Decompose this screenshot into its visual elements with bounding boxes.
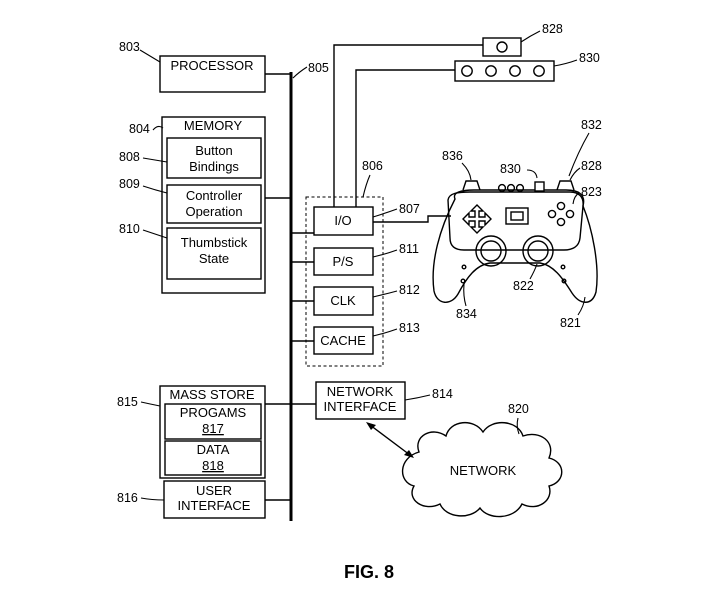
network-interface-label-1: NETWORK — [327, 384, 394, 399]
ref-810: 810 — [119, 222, 140, 236]
cache-block: CACHE — [291, 326, 374, 355]
ref-830-top: 830 — [579, 51, 600, 65]
network-label: NETWORK — [450, 463, 517, 478]
ref-815: 815 — [117, 395, 138, 409]
mass-store-block: MASS STORE PROGAMS 817 DATA 818 — [159, 385, 291, 479]
ref-807: 807 — [399, 202, 420, 216]
memory-label: MEMORY — [184, 118, 243, 133]
ref-803: 803 — [119, 40, 140, 54]
mass-store-label: MASS STORE — [169, 387, 254, 402]
cache-label: CACHE — [320, 333, 366, 348]
ref-828-ctrl: 828 — [581, 159, 602, 173]
ref-820: 820 — [508, 402, 529, 416]
ref-811: 811 — [399, 242, 419, 256]
thumbstick-state-label-2: State — [199, 251, 229, 266]
io-group-outline — [305, 196, 384, 367]
thumbstick-state-label-1: Thumbstick — [181, 235, 248, 250]
ref-809: 809 — [119, 177, 140, 191]
io-label: I/O — [334, 213, 351, 228]
controller-operation-label-1: Controller — [186, 188, 243, 203]
device-828-top — [482, 37, 522, 57]
io-block: I/O — [291, 206, 374, 236]
controller-operation-label-2: Operation — [185, 204, 242, 219]
programs-ref: 817 — [202, 421, 224, 436]
wire-io-to-828 — [333, 44, 483, 207]
wire-io-to-controller — [373, 215, 451, 223]
ref-813: 813 — [399, 321, 420, 335]
ref-830-ctrl: 830 — [500, 162, 521, 176]
data-label: DATA — [197, 442, 230, 457]
network-interface-block: NETWORK INTERFACE — [291, 381, 406, 420]
data-ref: 818 — [202, 458, 224, 473]
ref-821: 821 — [560, 316, 581, 330]
ref-828-top: 828 — [542, 22, 563, 36]
ref-808: 808 — [119, 150, 140, 164]
ps-block: P/S — [291, 247, 374, 276]
ps-label: P/S — [333, 254, 354, 269]
processor-label: PROCESSOR — [170, 58, 253, 73]
dpad-icon — [462, 204, 492, 234]
figure-title: FIG. 8 — [344, 562, 394, 582]
processor-block: PROCESSOR — [159, 55, 291, 93]
button-bindings-label-2: Bindings — [189, 159, 239, 174]
ref-816: 816 — [117, 491, 138, 505]
programs-label: PROGAMS — [180, 405, 247, 420]
ref-814: 814 — [432, 387, 453, 401]
ref-806: 806 — [362, 159, 383, 173]
user-interface-label-1: USER — [196, 483, 232, 498]
user-interface-block: USER INTERFACE — [163, 480, 291, 519]
network-link-arrow — [366, 422, 414, 458]
ref-836: 836 — [442, 149, 463, 163]
ref-804: 804 — [129, 122, 150, 136]
clk-block: CLK — [291, 286, 374, 316]
light-bar-830-top — [454, 60, 555, 82]
ref-805: 805 — [308, 61, 329, 75]
ref-822: 822 — [513, 279, 534, 293]
ref-832: 832 — [581, 118, 602, 132]
clk-label: CLK — [330, 293, 356, 308]
network-interface-label-2: INTERFACE — [324, 399, 397, 414]
network-cloud: NETWORK — [401, 422, 563, 518]
ref-812: 812 — [399, 283, 420, 297]
game-controller — [432, 180, 598, 303]
ref-823: 823 — [581, 185, 602, 199]
ref-834: 834 — [456, 307, 477, 321]
memory-block: MEMORY Button Bindings Controller Operat… — [161, 116, 291, 294]
wire-io-to-830 — [355, 69, 455, 207]
button-bindings-label-1: Button — [195, 143, 233, 158]
user-interface-label-2: INTERFACE — [178, 498, 251, 513]
